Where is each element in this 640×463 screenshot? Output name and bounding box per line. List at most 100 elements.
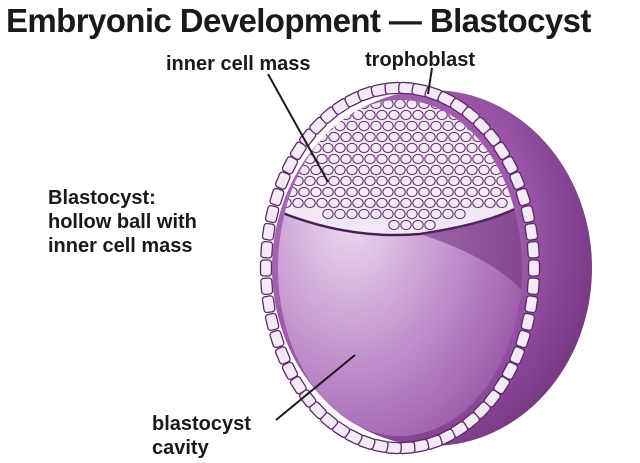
inner-mass-cell <box>478 186 490 198</box>
trophoblast-cell <box>264 312 280 331</box>
inner-mass-cell <box>520 109 522 121</box>
trophoblast-cell <box>274 171 291 190</box>
inner-mass-cell <box>388 175 400 187</box>
inner-mass-cell <box>364 197 376 209</box>
inner-mass-cell <box>466 164 478 176</box>
inner-mass-cell <box>346 208 358 220</box>
inner-mass-cell <box>328 153 340 165</box>
inner-mass-cell <box>376 131 388 143</box>
inner-mass-cell <box>418 164 430 176</box>
cavity-shadow <box>420 200 522 300</box>
inner-mass-cell <box>352 131 364 143</box>
inner-mass-cell <box>278 142 286 154</box>
inner-mass-cell <box>400 109 412 121</box>
trophoblast-cell <box>269 187 285 207</box>
inner-mass-cell <box>382 208 394 220</box>
inner-mass-cell <box>322 164 334 176</box>
inner-mass-cell <box>490 186 502 198</box>
inner-mass-cell <box>310 142 322 154</box>
inner-mass-cell <box>340 131 352 143</box>
inner-mass-cell <box>436 109 448 121</box>
inner-mass-cell <box>430 120 442 132</box>
inner-mass-cell <box>382 100 394 110</box>
inner-mass-cell <box>442 164 454 176</box>
inner-mass-cell <box>334 164 346 176</box>
inner-mass-cell <box>424 197 436 209</box>
inner-mass-cell <box>376 109 388 121</box>
inner-mass-cell <box>400 153 412 165</box>
inner-mass-cell <box>418 120 430 132</box>
inner-mass-cell <box>322 208 334 220</box>
inner-mass-cell <box>388 197 400 209</box>
label-trophoblast: trophoblast <box>365 49 475 71</box>
inner-mass-cell <box>388 131 400 143</box>
inner-cell-mass-edge <box>279 198 522 237</box>
inner-mass-cell <box>472 197 484 209</box>
inner-mass-cell <box>358 164 370 176</box>
inner-mass-cell <box>394 164 406 176</box>
inner-mass-cell <box>376 197 388 209</box>
trophoblast-cell <box>520 312 536 331</box>
inner-mass-cell <box>322 142 334 154</box>
inner-mass-cell <box>304 109 316 121</box>
trophoblast-cell <box>509 171 526 190</box>
inner-mass-cell <box>412 175 424 187</box>
inner-mass-cell <box>334 208 346 220</box>
inner-mass-cell <box>424 131 436 143</box>
inner-mass-cell <box>334 142 346 154</box>
inner-mass-cell <box>388 153 400 165</box>
inner-mass-cell <box>454 208 466 220</box>
inner-mass-cell <box>448 197 460 209</box>
inner-mass-cell <box>352 153 364 165</box>
inner-mass-cell <box>454 142 466 154</box>
inner-mass-cell <box>298 100 310 110</box>
inner-mass-cell <box>406 208 418 220</box>
inner-mass-cell <box>466 186 478 198</box>
inner-mass-cell <box>442 208 454 220</box>
inner-mass-cell <box>304 197 316 209</box>
inner-mass-cell <box>400 219 412 231</box>
inner-mass-cell <box>394 120 406 132</box>
inner-mass-cell <box>352 175 364 187</box>
inner-mass-cell <box>442 142 454 154</box>
inner-mass-cell <box>430 208 442 220</box>
inner-mass-cell <box>292 109 304 121</box>
trophoblast-cell <box>501 155 519 175</box>
definition-line: hollow ball with <box>48 211 197 233</box>
inner-mass-cell <box>418 208 430 220</box>
trophoblast-cell <box>281 361 299 381</box>
inner-mass-cell <box>484 175 496 187</box>
trophoblast-cell <box>515 187 531 207</box>
trophoblast-cell <box>524 222 539 241</box>
inner-mass-cell <box>364 131 376 143</box>
inner-mass-cell <box>304 175 316 187</box>
trophoblast-cell <box>527 259 541 277</box>
inner-mass-cell <box>394 100 406 110</box>
inner-mass-cell <box>370 186 382 198</box>
cavity-label-line: cavity <box>152 437 209 459</box>
inner-mass-cell <box>352 109 364 121</box>
inner-mass-cell <box>370 142 382 154</box>
inner-mass-cell <box>514 100 522 110</box>
inner-mass-cell <box>400 131 412 143</box>
inner-mass-cell <box>358 142 370 154</box>
inner-mass-cell <box>340 153 352 165</box>
inner-mass-cell <box>400 175 412 187</box>
trophoblast-cell <box>261 222 276 241</box>
inner-mass-cell <box>364 153 376 165</box>
inner-mass-cell <box>322 186 334 198</box>
inner-mass-cell <box>376 175 388 187</box>
inner-mass-cell <box>430 186 442 198</box>
label-inner-cell-mass: inner cell mass <box>166 53 311 75</box>
trophoblast-cell <box>269 329 285 349</box>
inner-mass-cell <box>454 164 466 176</box>
inner-mass-cell <box>346 120 358 132</box>
inner-mass-cell <box>418 142 430 154</box>
inner-mass-cell <box>388 219 400 231</box>
inner-mass-cell <box>382 142 394 154</box>
trophoblast-cell <box>520 205 536 224</box>
inner-mass-cell <box>406 164 418 176</box>
inner-mass-cell <box>406 120 418 132</box>
